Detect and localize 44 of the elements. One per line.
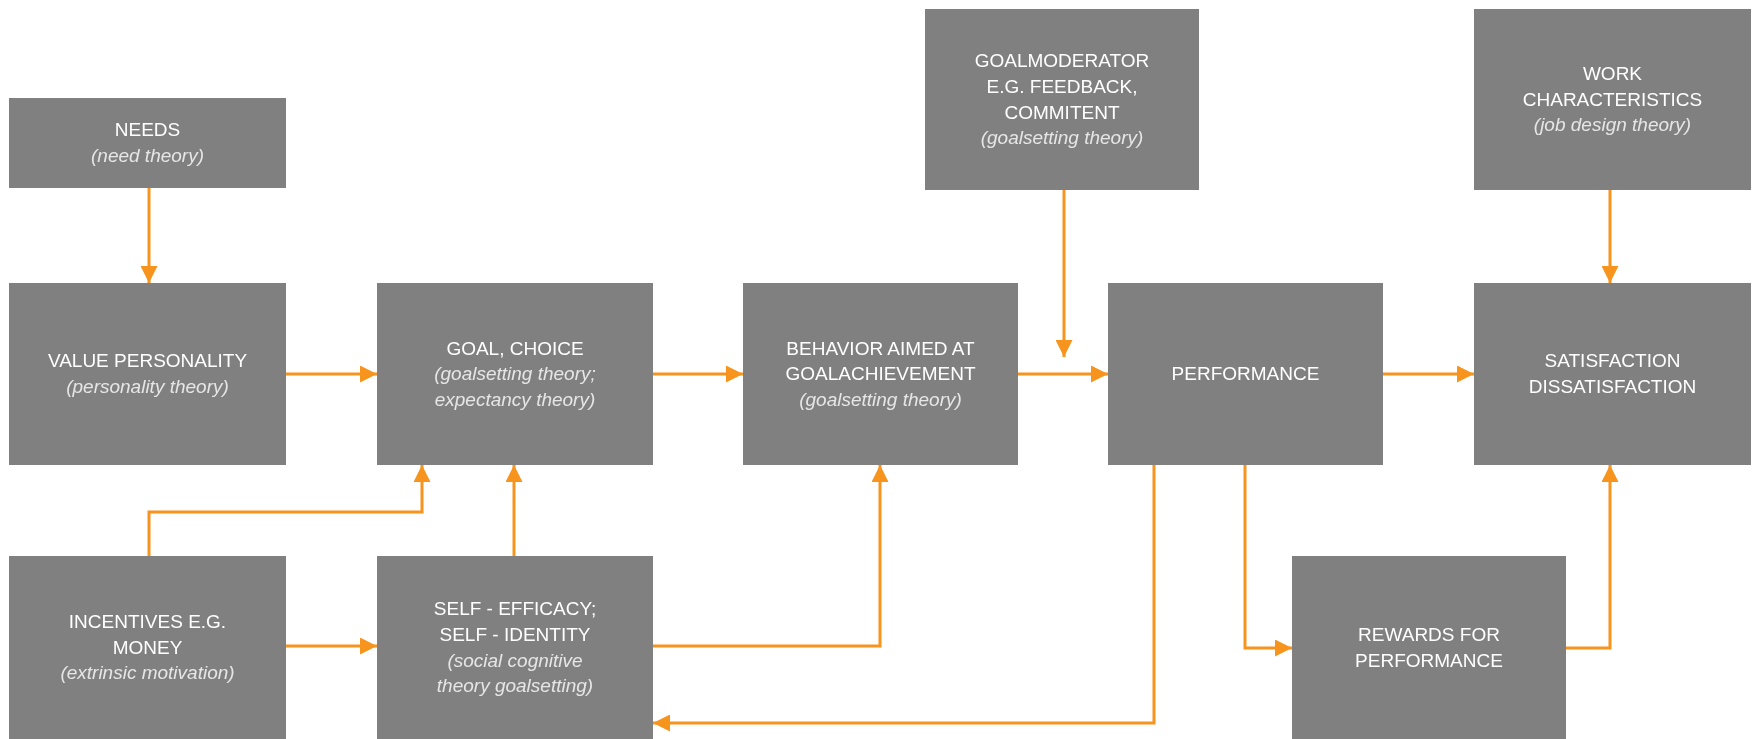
process-box	[1474, 9, 1751, 190]
arrow	[286, 365, 377, 383]
theory-note: (social cognitive theory goalsetting)	[435, 648, 595, 699]
box-title: SELF - EFFICACY; SELF - IDENTITY	[432, 597, 598, 647]
arrow	[653, 465, 1156, 732]
arrow	[140, 188, 158, 283]
process-box	[9, 283, 286, 465]
arrow	[286, 637, 377, 655]
process-box	[377, 556, 653, 739]
process-box	[1292, 556, 1566, 739]
theory-note: (goalsetting theory; expectancy theory)	[433, 362, 597, 412]
process-box	[377, 283, 653, 465]
theory-note: (goalsetting theory)	[980, 126, 1144, 151]
process-box	[9, 556, 286, 739]
box-title: VALUE PERSONALITY	[47, 349, 248, 374]
process-box	[925, 9, 1199, 190]
box-title: INCENTIVES E.G. MONEY	[67, 610, 228, 660]
theory-note: (job design theory)	[1533, 113, 1692, 138]
theory-note: (need theory)	[91, 144, 204, 168]
process-box	[1108, 283, 1383, 465]
arrow	[1601, 190, 1619, 283]
box-title: GOALMODERATOR E.G. FEEDBACK, COMMITENT	[973, 49, 1151, 125]
arrow	[1243, 465, 1292, 657]
arrow	[1018, 365, 1108, 383]
box-title: NEEDS	[114, 118, 181, 143]
arrow	[1055, 190, 1073, 357]
box-title: WORK CHARACTERISTICS	[1521, 62, 1704, 112]
arrow	[1383, 365, 1474, 383]
process-box	[9, 98, 286, 188]
process-box	[1474, 283, 1751, 465]
arrow	[147, 465, 431, 556]
box-title: REWARDS FOR PERFORMANCE	[1354, 622, 1504, 673]
box-title: GOAL, CHOICE	[446, 336, 584, 361]
theory-note: (goalsetting theory)	[799, 387, 962, 412]
arrow	[505, 465, 523, 556]
theory-note: (extrinsic motivation)	[60, 661, 235, 686]
box-title: BEHAVIOR AIMED AT GOALACHIEVEMENT	[784, 336, 977, 387]
arrow	[1566, 465, 1619, 650]
arrow	[653, 465, 889, 648]
box-title: SATISFACTION DISSATISFACTION	[1527, 349, 1698, 399]
process-box	[743, 283, 1018, 465]
theory-note: (personality theory)	[66, 375, 229, 399]
box-title: PERFORMANCE	[1171, 362, 1320, 387]
arrow	[653, 365, 743, 383]
